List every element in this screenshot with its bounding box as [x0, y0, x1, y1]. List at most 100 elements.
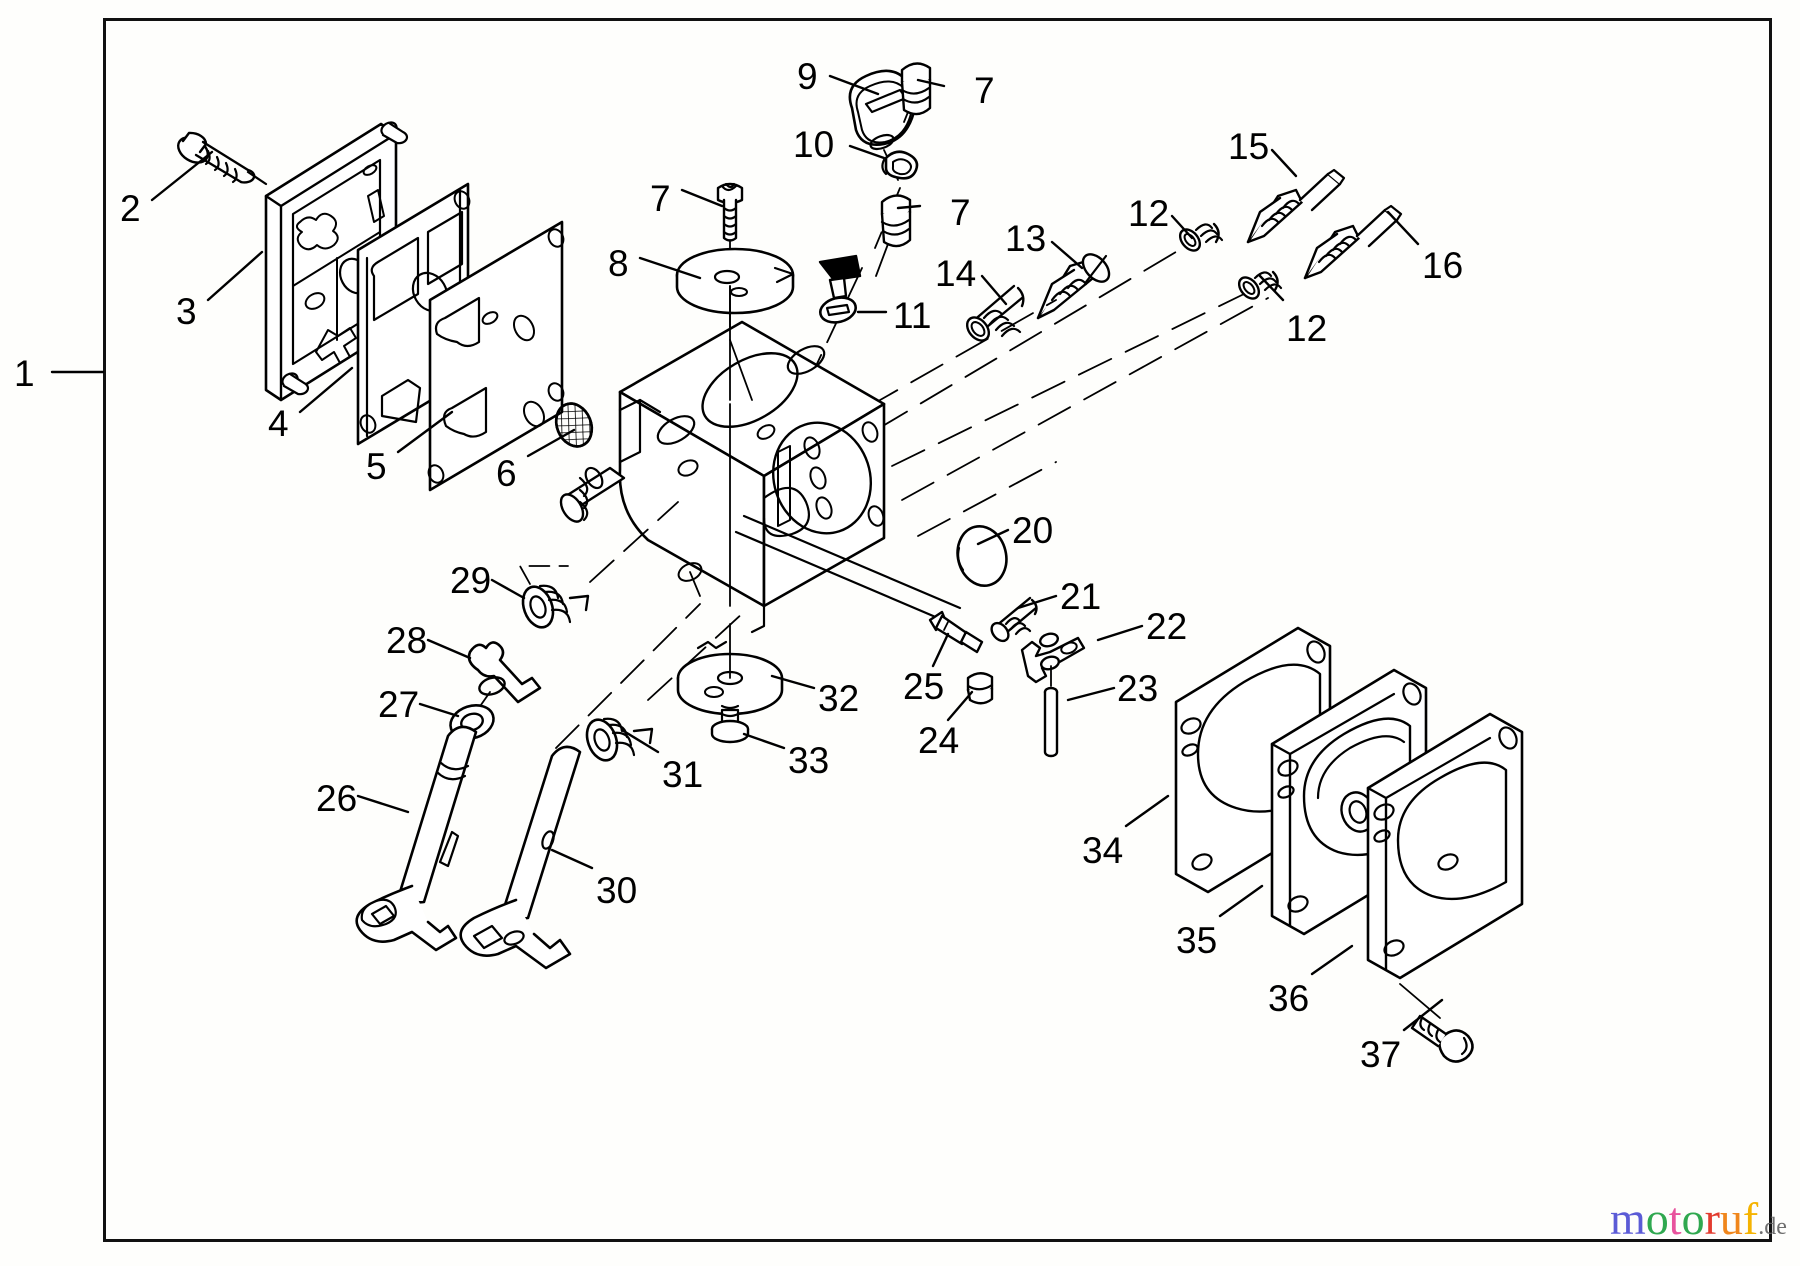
- leader-line-34: [1124, 794, 1170, 828]
- watermark-letter-2: t: [1668, 1193, 1682, 1244]
- callout-label-37: 37: [1360, 1034, 1402, 1075]
- leader-line-27: [418, 702, 460, 718]
- callout-label-36: 36: [1268, 978, 1310, 1019]
- callout-label-7a: 7: [650, 178, 671, 219]
- leader-line-36: [1310, 944, 1354, 976]
- callout-label-13: 13: [1005, 218, 1047, 259]
- callout-leader-lines: [50, 74, 1444, 1032]
- callout-label-23: 23: [1117, 668, 1159, 709]
- part-20-circuit-plate: [956, 525, 1008, 587]
- callout-label-11: 11: [893, 295, 932, 336]
- part-22-metering-lever: [1020, 632, 1086, 684]
- watermark-tld: .de: [1758, 1214, 1787, 1240]
- part-2-screw-cover: [177, 131, 268, 186]
- callout-label-5: 5: [366, 446, 387, 487]
- leader-line-33: [742, 732, 786, 750]
- leader-line-21: [1016, 594, 1058, 610]
- callout-label-6: 6: [496, 453, 517, 494]
- part-28-throttle-arm: [467, 641, 542, 713]
- part-14-idle-spring: [965, 284, 1025, 342]
- callout-label-29: 29: [450, 560, 492, 601]
- explode-axis-lines: [865, 245, 1269, 537]
- watermark-letter-1: o: [1645, 1193, 1669, 1244]
- part-31-choke-spring: [585, 717, 654, 762]
- callout-label-8: 8: [608, 243, 629, 284]
- callout-label-22: 22: [1146, 606, 1188, 647]
- part-29-return-spring: [519, 565, 590, 629]
- part-24-lever-screw: [966, 672, 994, 705]
- leader-line-5: [396, 410, 454, 454]
- leader-line-26: [356, 794, 410, 814]
- part-32-choke-plate: [676, 623, 784, 716]
- leader-line-22: [1096, 624, 1144, 642]
- leader-line-24: [946, 690, 974, 722]
- part-12-welch-plug-upper: [1178, 222, 1224, 252]
- leader-line-20: [976, 528, 1010, 546]
- part-36-metering-cover: [1366, 712, 1524, 980]
- callout-label-12a: 12: [1128, 193, 1170, 234]
- part-11-throttle-lever: [818, 254, 862, 324]
- leader-line-16: [1386, 210, 1420, 246]
- part-7-screw-lever: [875, 194, 912, 277]
- leader-line-32: [770, 674, 816, 690]
- callout-label-30: 30: [596, 870, 638, 911]
- watermark-letter-4: r: [1704, 1193, 1720, 1244]
- leader-line-13: [1050, 240, 1084, 270]
- leader-line-8: [638, 256, 702, 280]
- leader-line-12b: [1258, 274, 1285, 302]
- callout-label-35: 35: [1176, 920, 1218, 961]
- part-30-choke-shaft: [459, 745, 582, 970]
- watermark-letter-6: f: [1742, 1193, 1759, 1244]
- callout-label-4: 4: [268, 403, 289, 444]
- callout-label-10: 10: [793, 124, 835, 165]
- part-7-screw-throttle: [716, 182, 744, 287]
- callout-label-1: 1: [14, 353, 35, 394]
- callout-label-33: 33: [788, 740, 830, 781]
- leader-line-15: [1270, 148, 1298, 178]
- callout-label-3: 3: [176, 291, 197, 332]
- part-13-idle-screw: [1036, 253, 1111, 320]
- callout-label-2: 2: [120, 188, 141, 229]
- callout-label-21: 21: [1060, 576, 1102, 617]
- watermark-letter-5: u: [1719, 1193, 1743, 1244]
- part-1-carburetor-body: [559, 285, 962, 650]
- callout-label-7c: 7: [950, 192, 971, 233]
- part-21-inlet-spring: [990, 596, 1038, 643]
- leader-line-25: [931, 632, 950, 668]
- part-16-low-speed-needle: [1303, 204, 1403, 280]
- callout-label-24: 24: [918, 720, 960, 761]
- leader-line-3: [206, 250, 264, 302]
- leader-line-7c: [896, 204, 922, 210]
- leader-line-4: [298, 366, 354, 414]
- leader-line-9: [828, 74, 880, 96]
- leader-line-31: [620, 728, 660, 754]
- part-35-metering-diaphragm: [1270, 668, 1428, 936]
- callout-label-20: 20: [1012, 510, 1054, 551]
- leader-line-23: [1066, 686, 1116, 702]
- leader-line-35: [1218, 884, 1264, 918]
- watermark-motoruf: motoruf.de: [1610, 1196, 1787, 1242]
- part-23-lever-pin: [1043, 665, 1059, 758]
- leader-line-12a: [1170, 214, 1194, 240]
- part-15-high-speed-needle: [1246, 168, 1346, 244]
- explode-axis-left: [555, 501, 745, 749]
- diagram-frame-border: [103, 18, 1772, 1242]
- callout-label-12b: 12: [1286, 308, 1328, 349]
- leader-line-7b: [916, 78, 946, 88]
- leader-line-6: [526, 428, 576, 458]
- part-25-inlet-needle: [928, 610, 984, 654]
- callout-label-32: 32: [818, 678, 860, 719]
- leader-line-28: [426, 638, 472, 660]
- part-26-throttle-shaft: [355, 725, 478, 952]
- leader-line-2: [150, 150, 214, 202]
- callout-label-31: 31: [662, 754, 704, 795]
- leader-line-10: [848, 144, 886, 160]
- callout-label-34: 34: [1082, 830, 1124, 871]
- leader-line-7a: [680, 188, 724, 208]
- part-12-welch-plug-lower: [1237, 270, 1283, 300]
- watermark-letter-0: m: [1610, 1193, 1646, 1244]
- callout-label-7b: 7: [974, 70, 995, 111]
- part-8-throttle-plate: [675, 247, 795, 401]
